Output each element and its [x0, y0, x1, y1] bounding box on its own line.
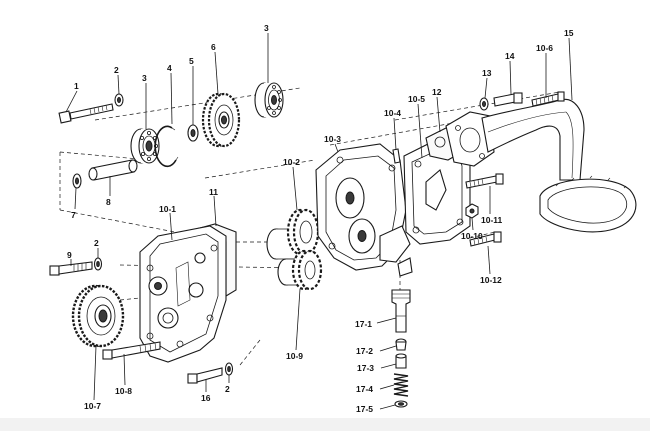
- plug-17-2: [395, 338, 407, 351]
- washer-2-mid: [93, 257, 103, 271]
- leader-lines: [65, 33, 573, 410]
- callout-16: 16: [201, 393, 211, 403]
- callout-2-mid: 2: [94, 238, 99, 248]
- bolt-14: [493, 92, 523, 107]
- callout-17-2: 17-2: [356, 346, 373, 356]
- callout-9: 9: [67, 250, 72, 260]
- callout-10-9: 10-9: [286, 351, 303, 361]
- callout-15: 15: [564, 28, 574, 38]
- bolt-1: [58, 103, 114, 124]
- callout-5: 5: [189, 56, 194, 66]
- callout-10-8: 10-8: [115, 386, 132, 396]
- callout-10-12: 10-12: [480, 275, 502, 285]
- spring-17-4: [393, 373, 409, 397]
- washer-5: [187, 124, 199, 142]
- callout-10-2: 10-2: [283, 157, 300, 167]
- gear-10-9: [277, 249, 323, 291]
- callout-6: 6: [211, 42, 216, 52]
- snap-ring-4: [154, 125, 179, 168]
- gear-10-7: [71, 284, 125, 348]
- washer-2-bottom: [224, 362, 234, 376]
- callout-4: 4: [167, 63, 172, 73]
- callout-10-10: 10-10: [461, 231, 483, 241]
- callout-10-5: 10-5: [408, 94, 425, 104]
- front-cover-10-1: [139, 225, 227, 363]
- nut-10-10: [465, 203, 479, 219]
- callout-11: 11: [209, 187, 218, 197]
- bolt-16: [187, 367, 223, 384]
- gear-10-2: [266, 208, 320, 260]
- callout-17-4: 17-4: [356, 384, 373, 394]
- pump-body-10-3: [315, 143, 413, 277]
- callout-3-right: 3: [264, 23, 269, 33]
- cover-plate-10-5: [403, 139, 471, 245]
- gear-6: [201, 92, 241, 148]
- callout-12: 12: [432, 87, 442, 97]
- stud-10-6: [531, 91, 565, 107]
- washer-17-5: [394, 400, 408, 408]
- bolt-10-12: [469, 231, 502, 247]
- bottom-band: [0, 418, 650, 431]
- callout-17-3: 17-3: [357, 363, 374, 373]
- washer-13: [479, 97, 489, 111]
- callout-14: 14: [505, 51, 515, 61]
- pickup-tube-15: [481, 98, 637, 233]
- bearing-3-right: [254, 82, 284, 118]
- flange-plate: [445, 111, 495, 167]
- callout-2-bottom: 2: [225, 384, 230, 394]
- callout-10-11: 10-11: [481, 215, 503, 225]
- callout-10-6: 10-6: [536, 43, 553, 53]
- washer-2-top: [114, 93, 124, 107]
- callout-10-7: 10-7: [84, 401, 101, 411]
- bolt-9: [49, 261, 93, 276]
- piston-17-3: [395, 353, 407, 369]
- callout-10-4: 10-4: [384, 108, 401, 118]
- callout-17-5: 17-5: [356, 404, 373, 414]
- callout-3: 3: [142, 73, 147, 83]
- valve-body-17-1: [391, 289, 411, 333]
- shaft-8: [88, 159, 138, 181]
- callout-10-1: 10-1: [159, 204, 176, 214]
- bolt-10-11: [465, 173, 504, 189]
- callout-2: 2: [114, 65, 119, 75]
- callout-17-1: 17-1: [355, 319, 372, 329]
- callout-8: 8: [106, 197, 111, 207]
- washer-7: [72, 173, 82, 189]
- callout-13: 13: [482, 68, 492, 78]
- callout-labels: 1 2 3 4 5 6 3 7 8 10-1 11 9 2 10-7 10-8 …: [67, 23, 574, 414]
- callout-1: 1: [74, 81, 79, 91]
- callout-10-3: 10-3: [324, 134, 341, 144]
- callout-7: 7: [71, 210, 76, 220]
